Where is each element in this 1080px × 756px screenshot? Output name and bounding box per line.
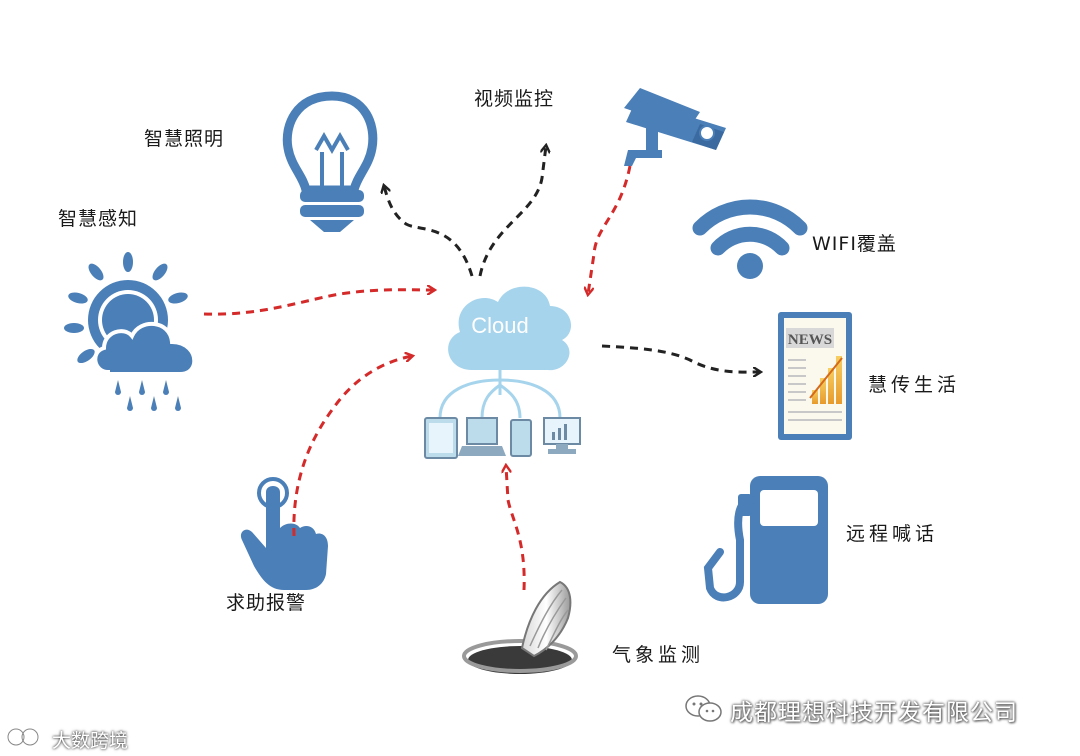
news-icon: NEWS <box>778 312 852 440</box>
news-label: NEWS <box>788 332 832 348</box>
arrow-cloud-to-lighting <box>384 186 474 277</box>
cloud-connector-lines <box>438 345 562 419</box>
lightbulb-icon <box>282 91 378 232</box>
label-video-surveillance: 视频监控 <box>474 88 555 110</box>
flow-arrows <box>203 146 760 591</box>
arrow-cloud-to-news <box>601 344 760 372</box>
wifi-icon <box>692 199 808 279</box>
arrow-camera-to-cloud <box>588 165 632 294</box>
label-smart-life: 慧传生活 <box>868 374 961 396</box>
cloud-label: Cloud <box>471 313 528 338</box>
wechat-logo-icon <box>684 694 724 724</box>
label-help-alarm: 求助报警 <box>226 592 307 614</box>
label-smart-lighting: 智慧照明 <box>144 128 225 150</box>
arrow-cloud-to-video <box>478 146 546 277</box>
manhole-icon <box>462 580 578 674</box>
touch-hand-icon <box>240 477 328 590</box>
fuel-pump-icon <box>703 476 828 604</box>
source-logo-icon <box>6 724 50 750</box>
devices-icon <box>424 417 581 459</box>
weather-sun-cloud-icon <box>64 252 197 411</box>
arrow-manhole-to-cloud <box>506 466 526 591</box>
watermark-source: 大数跨境 <box>52 730 129 752</box>
cloud-icon: Cloud <box>448 286 572 371</box>
arrow-hand-to-cloud <box>292 356 412 537</box>
label-wifi-coverage: WIFI覆盖 <box>812 233 897 255</box>
cctv-camera-icon <box>624 88 726 166</box>
label-smart-sensing: 智慧感知 <box>58 208 139 230</box>
label-weather-monitoring: 气象监测 <box>612 644 705 666</box>
watermark-company: 成都理想科技开发有限公司 <box>730 700 1018 726</box>
arrow-weather-to-cloud <box>203 290 434 316</box>
label-remote-call: 远程喊话 <box>846 523 939 545</box>
